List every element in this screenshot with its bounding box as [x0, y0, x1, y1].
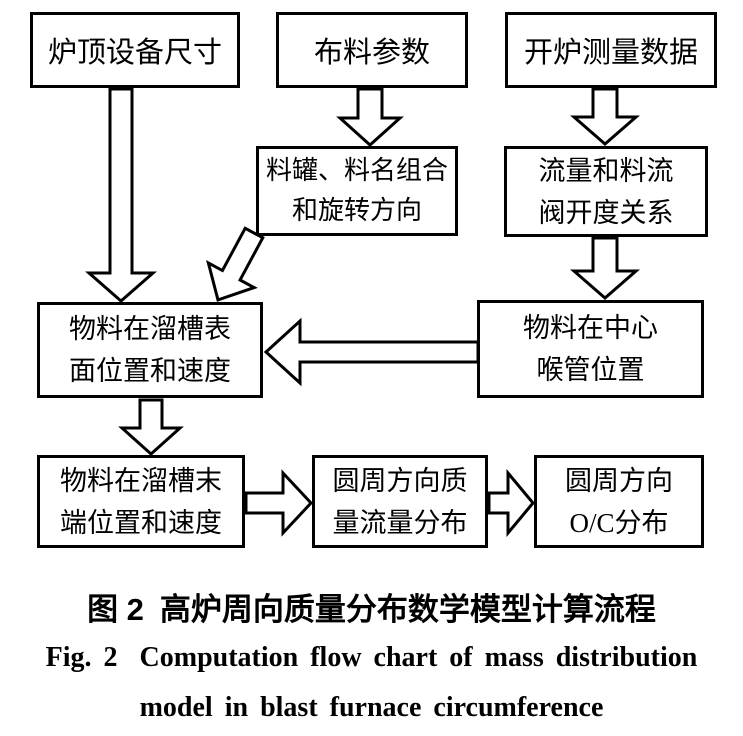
caption-chinese: 图 2 高炉周向质量分布数学模型计算流程 — [0, 584, 743, 629]
box-label-line1: 料罐、料名组合 — [265, 156, 448, 185]
box-label-line1: 圆周方向质 — [332, 465, 468, 496]
box-label-line2: 面位置和速度 — [69, 356, 231, 386]
box-central-throat-position: 物料在中心 喉管位置 — [477, 300, 704, 398]
box-label-line2: 端位置和速度 — [60, 507, 222, 538]
box-circumferential-mass-flow: 圆周方向质 量流量分布 — [312, 455, 488, 548]
arrow-params-to-hopper — [336, 87, 404, 148]
box-label-line1: 物料在中心 — [523, 313, 658, 343]
box-label-line2: O/C分布 — [569, 507, 669, 538]
arrow-tip-to-mass — [244, 469, 314, 537]
box-label: 布料参数 — [313, 37, 430, 69]
box-flow-valve-relationship: 流量和料流 阀开度关系 — [504, 146, 708, 237]
box-charging-parameters: 布料参数 — [276, 12, 468, 88]
arrow-throat-to-chute-surface — [263, 317, 480, 387]
box-circumferential-oc-distribution: 圆周方向 O/C分布 — [534, 455, 704, 548]
box-label-line1: 圆周方向 — [565, 465, 673, 496]
box-label-line1: 物料在溜槽表 — [69, 314, 231, 344]
figure-number-en: Fig. 2 — [45, 642, 118, 673]
box-top-equipment-size: 炉顶设备尺寸 — [30, 12, 240, 88]
arrow-equipment-to-chute-surface — [85, 87, 157, 303]
box-hopper-material-combination: 料罐、料名组合 和旋转方向 — [256, 146, 458, 236]
caption-text-zh: 高炉周向质量分布数学模型计算流程 — [159, 592, 656, 627]
box-startup-measurement-data: 开炉测量数据 — [505, 12, 717, 88]
arrow-startup-to-valve — [569, 87, 641, 146]
arrow-valve-to-throat — [569, 236, 641, 300]
figure-number-zh: 图 2 — [87, 592, 144, 627]
box-label: 炉顶设备尺寸 — [47, 37, 222, 69]
box-label-line2: 和旋转方向 — [291, 196, 422, 225]
box-label-line2: 量流量分布 — [332, 507, 468, 538]
box-label-line1: 物料在溜槽末 — [60, 465, 222, 496]
caption-text-en1: Computation flow chart of mass distribut… — [139, 642, 698, 673]
box-label-line1: 流量和料流 — [538, 155, 674, 186]
caption-english-line2: model in blast furnace circumference — [0, 692, 743, 724]
arrow-mass-to-oc — [487, 468, 535, 538]
caption-english-line1: Fig. 2 Computation flow chart of mass dis… — [0, 642, 743, 674]
box-chute-surface-position-velocity: 物料在溜槽表 面位置和速度 — [37, 302, 263, 398]
arrow-hopper-to-chute-surface — [206, 226, 265, 302]
box-label: 开炉测量数据 — [523, 37, 698, 69]
box-label-line2: 喉管位置 — [536, 355, 645, 385]
box-chute-tip-position-velocity: 物料在溜槽末 端位置和速度 — [37, 455, 245, 548]
caption-text-en2: model in blast furnace circumference — [139, 692, 604, 723]
arrow-surface-to-tip — [118, 398, 184, 457]
box-label-line2: 阀开度关系 — [538, 197, 674, 228]
